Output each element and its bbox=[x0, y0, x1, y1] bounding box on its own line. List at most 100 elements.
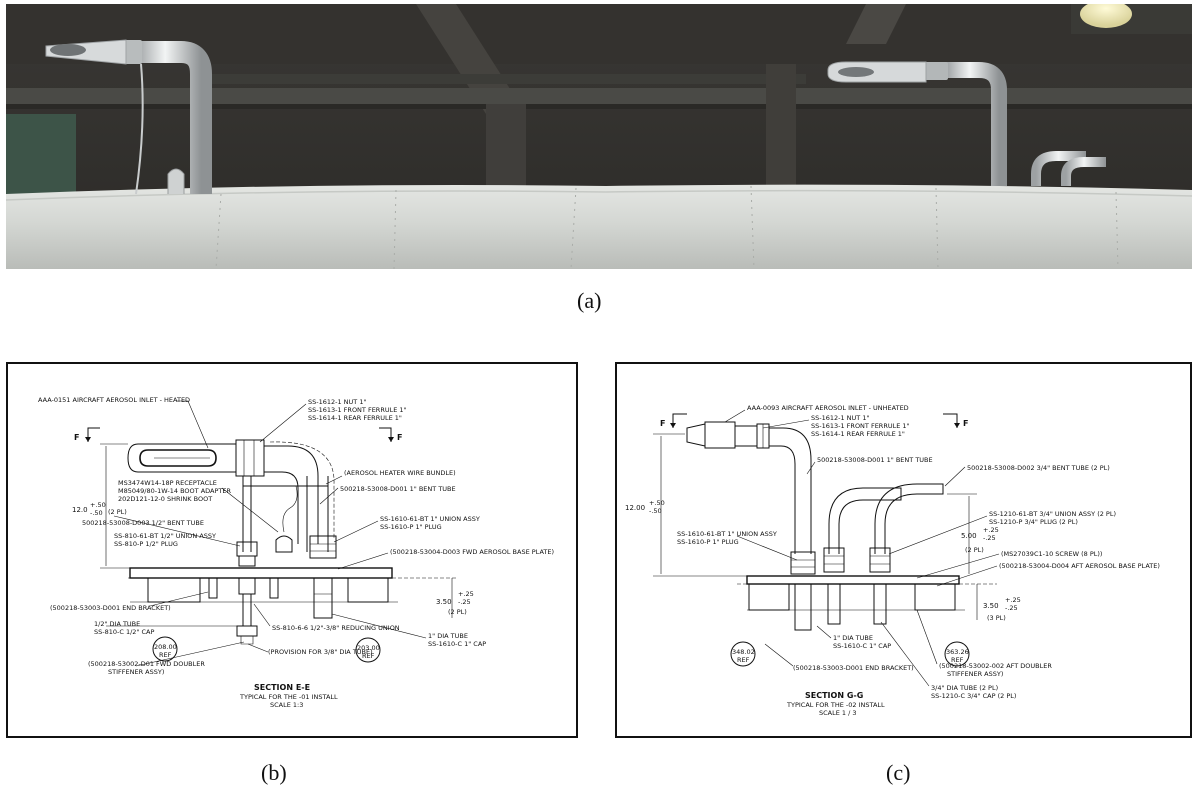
callout-labels: AAA-0151 AIRCRAFT AEROSOL INLET - HEATED… bbox=[38, 396, 554, 676]
dim-base-value: 3.50 bbox=[436, 598, 452, 606]
label-end-bracket: (500218-53003-D001 END BRACKET) bbox=[793, 664, 914, 672]
label-cap-half: SS-810-C 1/2" CAP bbox=[94, 628, 154, 636]
unheated-inlet bbox=[686, 421, 812, 554]
label-plug-1: SS-1610-P 1" PLUG bbox=[677, 538, 739, 546]
callout-labels: AAA-0093 AIRCRAFT AEROSOL INLET - UNHEAT… bbox=[677, 404, 1160, 700]
ref-bubble-1: 348.02 REF bbox=[730, 641, 756, 667]
photo-illustration bbox=[6, 4, 1192, 269]
ref-bubble-2: 363.26 REF bbox=[944, 641, 970, 667]
section-subtitle: TYPICAL FOR THE -01 INSTALL bbox=[239, 693, 338, 701]
union-fittings bbox=[236, 485, 337, 567]
drawing-panel-c: F F bbox=[615, 362, 1192, 738]
label-bent-tube-half: 500218-53008-D003 1/2" BENT TUBE bbox=[82, 519, 204, 527]
label-shrink-boot: 202D121-12-0 SHRINK BOOT bbox=[118, 495, 212, 503]
label-front-ferrule: SS-1613-1 FRONT FERRULE 1" bbox=[811, 422, 910, 430]
label-union-1: SS-1610-61-BT 1" UNION ASSY bbox=[677, 530, 777, 538]
label-cap-34: SS-1210-C 3/4" CAP (2 PL) bbox=[931, 692, 1016, 700]
section-title: SECTION E-E bbox=[254, 683, 310, 692]
section-e-e-drawing: F F bbox=[38, 396, 554, 709]
label-boot-adapter: M85049/80-1W-14 BOOT ADAPTER bbox=[118, 487, 231, 495]
ref-word: REF bbox=[159, 651, 172, 659]
dim-base-tol-up: +.25 bbox=[458, 590, 474, 598]
label-dia-tube-half: 1/2" DIA TUBE bbox=[94, 620, 140, 628]
section-marker-right: F bbox=[379, 427, 402, 442]
dim-5-tol-dn: -.25 bbox=[983, 534, 996, 542]
label-provision: (PROVISION FOR 3/8" DIA TUBE) bbox=[268, 648, 373, 656]
dim-height-tol-dn: -.50 bbox=[90, 509, 103, 517]
ref-bubble-1: 208.00 REF bbox=[152, 636, 178, 662]
caption-c: (c) bbox=[886, 760, 911, 785]
dim-base-tol-dn: -.25 bbox=[458, 598, 471, 606]
dim-height-value: 12.0 bbox=[72, 506, 88, 514]
label-front-ferrule: SS-1613-1 FRONT FERRULE 1" bbox=[308, 406, 407, 414]
leader-lines bbox=[106, 400, 427, 667]
ref-value: 363.26 bbox=[946, 648, 969, 656]
label-heater-wire: (AEROSOL HEATER WIRE BUNDLE) bbox=[344, 469, 456, 477]
dim-height-tol-up: +.50 bbox=[649, 499, 665, 507]
label-receptacle: MS3474W14-18P RECEPTACLE bbox=[118, 479, 217, 487]
label-dia-tube-1: 1" DIA TUBE bbox=[833, 634, 873, 642]
dimension-height: 12.0 +.50 -.50 (2 PL) bbox=[72, 443, 130, 569]
label-doubler: (500218-53002-002 AFT DOUBLER bbox=[939, 662, 1052, 670]
section-mark-label: F bbox=[397, 433, 402, 442]
ref-bubble-2: 203.00 REF bbox=[355, 637, 381, 663]
label-bent-tube-1: 500218-53008-D001 1" BENT TUBE bbox=[340, 485, 456, 493]
section-subtitle: TYPICAL FOR THE -02 INSTALL bbox=[786, 701, 885, 709]
label-reducing-union: SS-810-6-6 1/2"-3/8" REDUCING UNION bbox=[272, 624, 400, 632]
ref-word: REF bbox=[951, 656, 964, 664]
aircraft-inlet-photo bbox=[6, 4, 1192, 269]
label-bent-tube-1: 500218-53008-D001 1" BENT TUBE bbox=[817, 456, 933, 464]
section-scale: SCALE 1:3 bbox=[270, 701, 303, 709]
dim-5-pl: (2 PL) bbox=[965, 546, 984, 554]
dim-base-value: 3.50 bbox=[983, 602, 999, 610]
base-plate bbox=[737, 575, 997, 611]
dim-height-pl: (2 PL) bbox=[108, 508, 127, 516]
label-dia-tube-1: 1" DIA TUBE bbox=[428, 632, 468, 640]
section-title: SECTION G-G bbox=[805, 691, 863, 700]
label-cap-1: SS-1610-C 1" CAP bbox=[833, 642, 891, 650]
label-base-plate: (500218-53004-D003 FWD AEROSOL BASE PLAT… bbox=[390, 548, 554, 556]
bent-tubes-34 bbox=[828, 483, 944, 554]
label-plug-half: SS-810-P 1/2" PLUG bbox=[114, 540, 178, 548]
base-plate bbox=[128, 567, 458, 603]
dimension-base: 3.50 +.25 -.25 (3 PL) bbox=[976, 584, 1021, 622]
label-dia-tube-34: 3/4" DIA TUBE (2 PL) bbox=[931, 684, 998, 692]
section-marker-right: F bbox=[943, 413, 968, 428]
dim-height-tol-up: +.50 bbox=[90, 501, 106, 509]
label-union-34: SS-1210-61-BT 3/4" UNION ASSY (2 PL) bbox=[989, 510, 1116, 518]
label-doubler-2: STIFFENER ASSY) bbox=[947, 670, 1003, 678]
dim-base-pl: (2 PL) bbox=[448, 608, 467, 616]
dim-base-tol-up: +.25 bbox=[1005, 596, 1021, 604]
label-nut: SS-1612-1 NUT 1" bbox=[811, 414, 869, 422]
label-screw: (MS27039C1-10 SCREW (8 PL)) bbox=[1001, 550, 1102, 558]
dim-base-tol-dn: -.25 bbox=[1005, 604, 1018, 612]
ref-value: 208.00 bbox=[154, 643, 177, 651]
section-mark-label: F bbox=[74, 433, 79, 442]
caption-b: (b) bbox=[261, 760, 287, 785]
drawing-panel-b: F F bbox=[6, 362, 578, 738]
label-doubler: (500218-53002-D01 FWD DOUBLER bbox=[88, 660, 205, 668]
label-base-plate: (500218-53004-D004 AFT AEROSOL BASE PLAT… bbox=[999, 562, 1160, 570]
label-cap-1: SS-1610-C 1" CAP bbox=[428, 640, 486, 648]
label-end-bracket: (500218-53003-D001 END BRACKET) bbox=[50, 604, 171, 612]
section-title-block: SECTION G-G TYPICAL FOR THE -02 INSTALL … bbox=[786, 691, 885, 717]
label-doubler-2: STIFFENER ASSY) bbox=[108, 668, 164, 676]
ref-value: 203.00 bbox=[357, 644, 380, 652]
label-nut: SS-1612-1 NUT 1" bbox=[308, 398, 366, 406]
ref-word: REF bbox=[362, 652, 375, 660]
label-plug-1: SS-1610-P 1" PLUG bbox=[380, 523, 442, 531]
section-scale: SCALE 1 / 3 bbox=[819, 709, 857, 717]
section-mark-label: F bbox=[963, 419, 968, 428]
section-marker-left: F bbox=[660, 413, 687, 428]
label-union-half: SS-810-61-BT 1/2" UNION ASSY bbox=[114, 532, 216, 540]
union-fittings bbox=[790, 547, 891, 575]
dim-5-value: 5.00 bbox=[961, 532, 977, 540]
lower-tubes bbox=[794, 583, 887, 631]
section-mark-label: F bbox=[660, 419, 665, 428]
label-bent-tube-34: 500218-53008-D002 3/4" BENT TUBE (2 PL) bbox=[967, 464, 1110, 472]
dim-height-value: 12.00 bbox=[625, 504, 645, 512]
dimension-5: 5.00 +.25 -.25 (2 PL) bbox=[947, 493, 999, 574]
section-title-block: SECTION E-E TYPICAL FOR THE -01 INSTALL … bbox=[239, 683, 338, 709]
ref-value: 348.02 bbox=[732, 648, 755, 656]
dimension-base: 3.50 +.25 -.25 (2 PL) bbox=[436, 578, 474, 618]
